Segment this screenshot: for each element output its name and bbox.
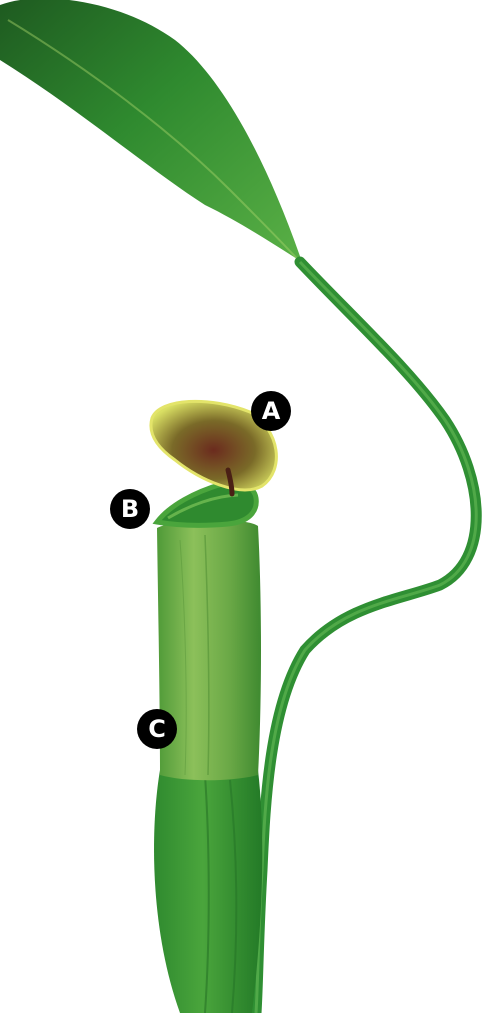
- pitcher-lid: [149, 399, 278, 492]
- marker-a: A: [251, 391, 291, 431]
- tendril-highlight: [254, 260, 478, 1013]
- leaf-blade: [0, 0, 302, 262]
- marker-c: C: [137, 709, 177, 749]
- marker-b: B: [110, 489, 150, 529]
- tendril: [250, 256, 482, 1013]
- leaf-midrib: [7, 19, 301, 263]
